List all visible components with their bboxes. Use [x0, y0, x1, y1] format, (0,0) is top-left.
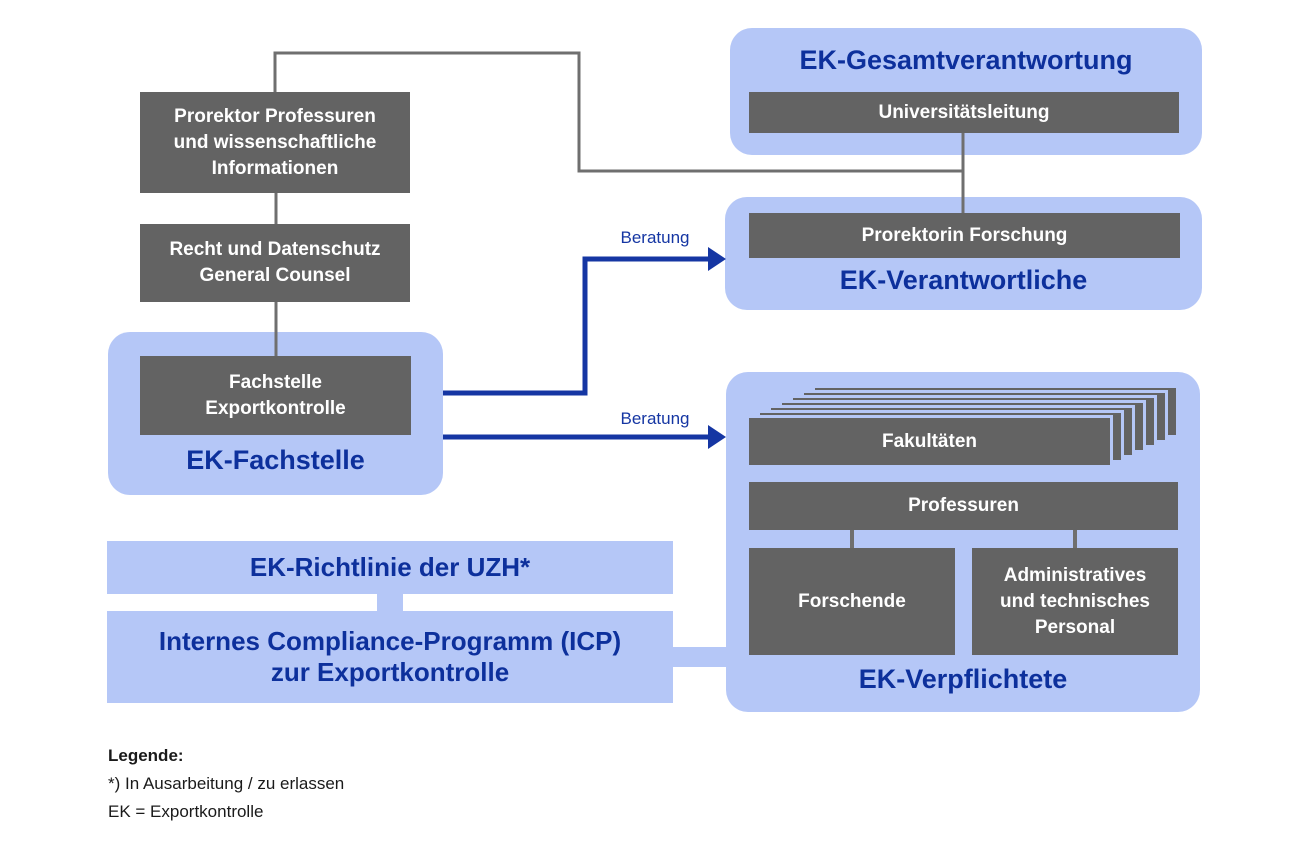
group-ek-gesamtverantwortung: EK-Gesamtverantwortung Universitätsleitu… — [730, 28, 1202, 155]
legend: Legende: *) In Ausarbeitung / zu erlasse… — [108, 742, 344, 826]
node-forschende: Forschende — [749, 548, 955, 655]
node-label: Forschende — [798, 590, 906, 612]
node-label-line: Informationen — [211, 157, 339, 179]
group-ek-fachstelle: Fachstelle Exportkontrolle EK-Fachstelle — [108, 332, 443, 495]
node-label: Universitätsleitung — [878, 101, 1050, 123]
group-title-verantwortliche: EK-Verantwortliche — [839, 265, 1088, 295]
node-prorektorin-forschung: Prorektorin Forschung — [749, 213, 1180, 258]
node-label-line: Personal — [1034, 616, 1116, 638]
node-label-line: Recht und Datenschutz — [169, 239, 381, 260]
group-title-verpflichtete: EK-Verpflichtete — [858, 664, 1068, 694]
node-prorektor-professuren: Prorektor Professuren und wissenschaftli… — [140, 92, 410, 193]
node-label-line: und wissenschaftliche — [173, 131, 377, 153]
node-label: Prorektorin Forschung — [861, 224, 1068, 246]
group-title-gesamtverantwortung: EK-Gesamtverantwortung — [799, 45, 1133, 75]
node-admin-tech-personal: Administratives und technisches Personal — [972, 548, 1178, 655]
node-label-line: Prorektor Professuren — [174, 105, 376, 127]
node-label-line: Exportkontrolle — [205, 397, 346, 419]
node-professuren: Professuren — [749, 482, 1178, 530]
label-beratung-bottom: Beratung — [620, 409, 690, 428]
arrowhead-verantwortliche — [708, 247, 726, 271]
fakultaeten-box: Fakultäten — [749, 418, 1110, 465]
node-label-line: General Counsel — [199, 265, 351, 286]
node-universitaetsleitung: Universitätsleitung — [749, 92, 1179, 133]
connector-icp-verpflichtete — [673, 647, 726, 667]
legend-heading: Legende: — [108, 746, 184, 765]
node-label-line: Fachstelle — [229, 371, 322, 393]
arrow-beratung-to-verantwortliche — [443, 256, 710, 396]
connector-richtlinie-icp — [377, 594, 403, 611]
node-label: Fakultäten — [881, 430, 978, 452]
legend-item: *) In Ausarbeitung / zu erlassen — [108, 774, 345, 793]
node-label: EK-Richtlinie der UZH* — [249, 552, 531, 582]
node-recht-datenschutz: Recht und Datenschutz General Counsel — [140, 224, 410, 302]
node-ek-richtlinie: EK-Richtlinie der UZH* — [107, 541, 673, 594]
legend-item: EK = Exportkontrolle — [108, 802, 264, 821]
group-title-fachstelle: EK-Fachstelle — [186, 445, 365, 475]
node-label-line: Administratives — [1003, 564, 1147, 586]
node-label: Professuren — [908, 495, 1019, 516]
connector-professuren-admin — [1073, 530, 1077, 548]
node-label-line: Internes Compliance-Programm (ICP) — [158, 626, 622, 656]
node-icp: Internes Compliance-Programm (ICP) zur E… — [107, 611, 673, 703]
node-fachstelle-exportkontrolle: Fachstelle Exportkontrolle — [140, 356, 411, 435]
connector-professuren-forschende — [850, 530, 854, 548]
node-label-line: zur Exportkontrolle — [270, 657, 510, 687]
node-label-line: und technisches — [1000, 590, 1150, 612]
group-ek-verantwortliche: Prorektorin Forschung EK-Verantwortliche — [725, 197, 1202, 310]
group-ek-verpflichtete: Fakultäten Professuren Forschende Admini… — [726, 372, 1200, 712]
label-beratung-top: Beratung — [620, 228, 690, 247]
